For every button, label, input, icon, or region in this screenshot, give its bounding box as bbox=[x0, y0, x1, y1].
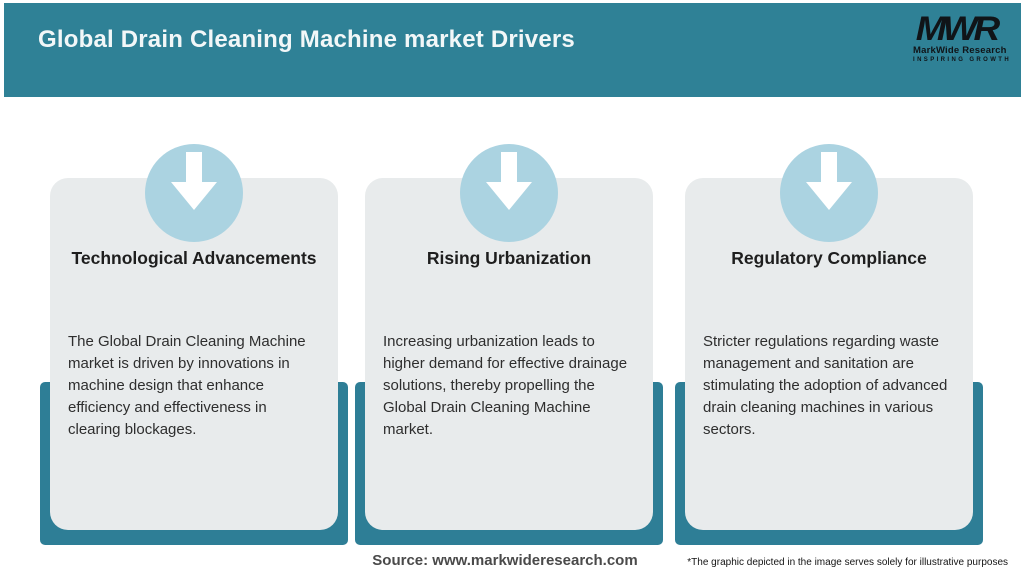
card-title: Rising Urbanization bbox=[426, 248, 592, 268]
card-title: Technological Advancements bbox=[71, 248, 317, 268]
header-bar: Global Drain Cleaning Machine market Dri… bbox=[4, 3, 1021, 97]
disclaimer-text: *The graphic depicted in the image serve… bbox=[687, 557, 1008, 568]
card-title: Regulatory Compliance bbox=[731, 248, 927, 268]
driver-card-regulatory-compliance: Regulatory Compliance Stricter regulatio… bbox=[675, 142, 983, 545]
driver-card-rising-urbanization: Rising Urbanization Increasing urbanizat… bbox=[355, 142, 663, 545]
down-arrow-icon bbox=[145, 144, 243, 242]
driver-card-technological-advancements: Technological Advancements The Global Dr… bbox=[40, 142, 348, 545]
markwide-logo: MWR MarkWide Research INSPIRING GROWTH bbox=[913, 9, 1012, 63]
down-arrow-icon bbox=[780, 144, 878, 242]
down-arrow-icon bbox=[460, 144, 558, 242]
card-description: The Global Drain Cleaning Machine market… bbox=[68, 333, 306, 438]
source-text: Source: www.markwideresearch.com bbox=[372, 552, 638, 569]
card-description: Increasing urbanization leads to higher … bbox=[383, 333, 628, 438]
logo-tagline: INSPIRING GROWTH bbox=[913, 57, 1012, 63]
page-title: Global Drain Cleaning Machine market Dri… bbox=[38, 26, 575, 53]
card-description: Stricter regulations regarding waste man… bbox=[703, 333, 948, 438]
logo-name: MarkWide Research bbox=[913, 45, 1007, 56]
logo-monogram: MWR bbox=[915, 9, 1000, 48]
